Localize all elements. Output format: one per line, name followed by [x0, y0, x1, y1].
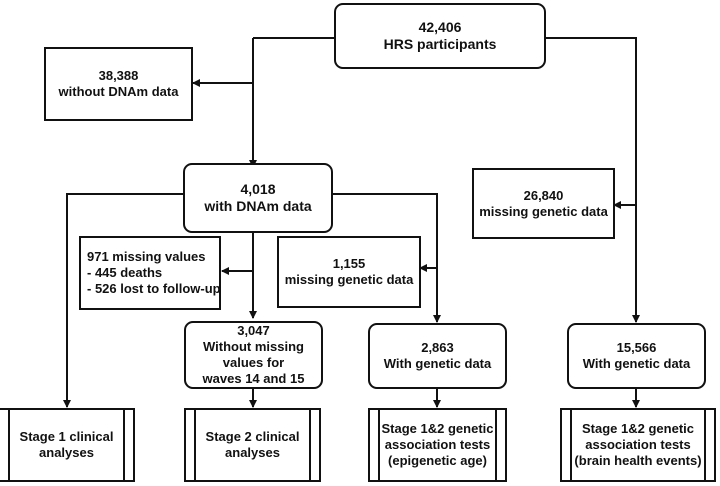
node-text-line: 15,566 [616, 340, 657, 355]
node-text-line: waves 14 and 15 [202, 371, 305, 386]
node-text-line: - 445 deaths [87, 265, 163, 280]
node-text-line: HRS participants [383, 36, 497, 52]
node-text-line: analyses [39, 445, 94, 460]
node-text-line: 4,018 [240, 181, 276, 197]
node-text-line: association tests [384, 437, 491, 452]
node-text-line: values for [222, 355, 285, 370]
node-text-line: with DNAm data [204, 198, 312, 214]
node-text-line: 38,388 [98, 68, 139, 83]
node-text-line: analyses [225, 445, 280, 460]
node-text-line: 1,155 [332, 256, 366, 271]
node-text-line: without DNAm data [58, 84, 179, 99]
node-text-line: 971 missing values [87, 249, 206, 264]
node-text-line: Stage 1&2 genetic [582, 421, 694, 436]
edge-dnam-to-2863 [332, 193, 441, 323]
node-text-line: - 526 lost to follow-up [87, 281, 221, 296]
node-text-line: 3,047 [237, 323, 270, 338]
node-text-line: (epigenetic age) [388, 453, 487, 468]
node-text-line: Stage 1 clinical [19, 429, 114, 444]
edge-hrs-to-dnam [253, 37, 336, 167]
node-text-line: (brain health events) [574, 453, 702, 468]
node-text-line: Without missing [203, 339, 304, 354]
node-text-line: Stage 2 clinical [205, 429, 300, 444]
edge-dnam-to-stage1 [63, 193, 185, 408]
node-text-line: 2,863 [421, 340, 454, 355]
node-missing-values: 971 missing values- 445 deaths- 526 lost… [79, 236, 221, 310]
edge-hrs-to-15566 [545, 37, 640, 323]
node-text-line: 26,840 [523, 187, 564, 203]
node-text-line: 42,406 [418, 19, 462, 35]
node-text-line: association tests [585, 437, 691, 452]
node-text-line: With genetic data [582, 356, 691, 371]
node-text-line: missing genetic data [284, 272, 414, 287]
node-text-line: Stage 1&2 genetic [381, 421, 494, 436]
node-text-line: missing genetic data [479, 203, 608, 219]
node-text-line: With genetic data [383, 356, 492, 371]
